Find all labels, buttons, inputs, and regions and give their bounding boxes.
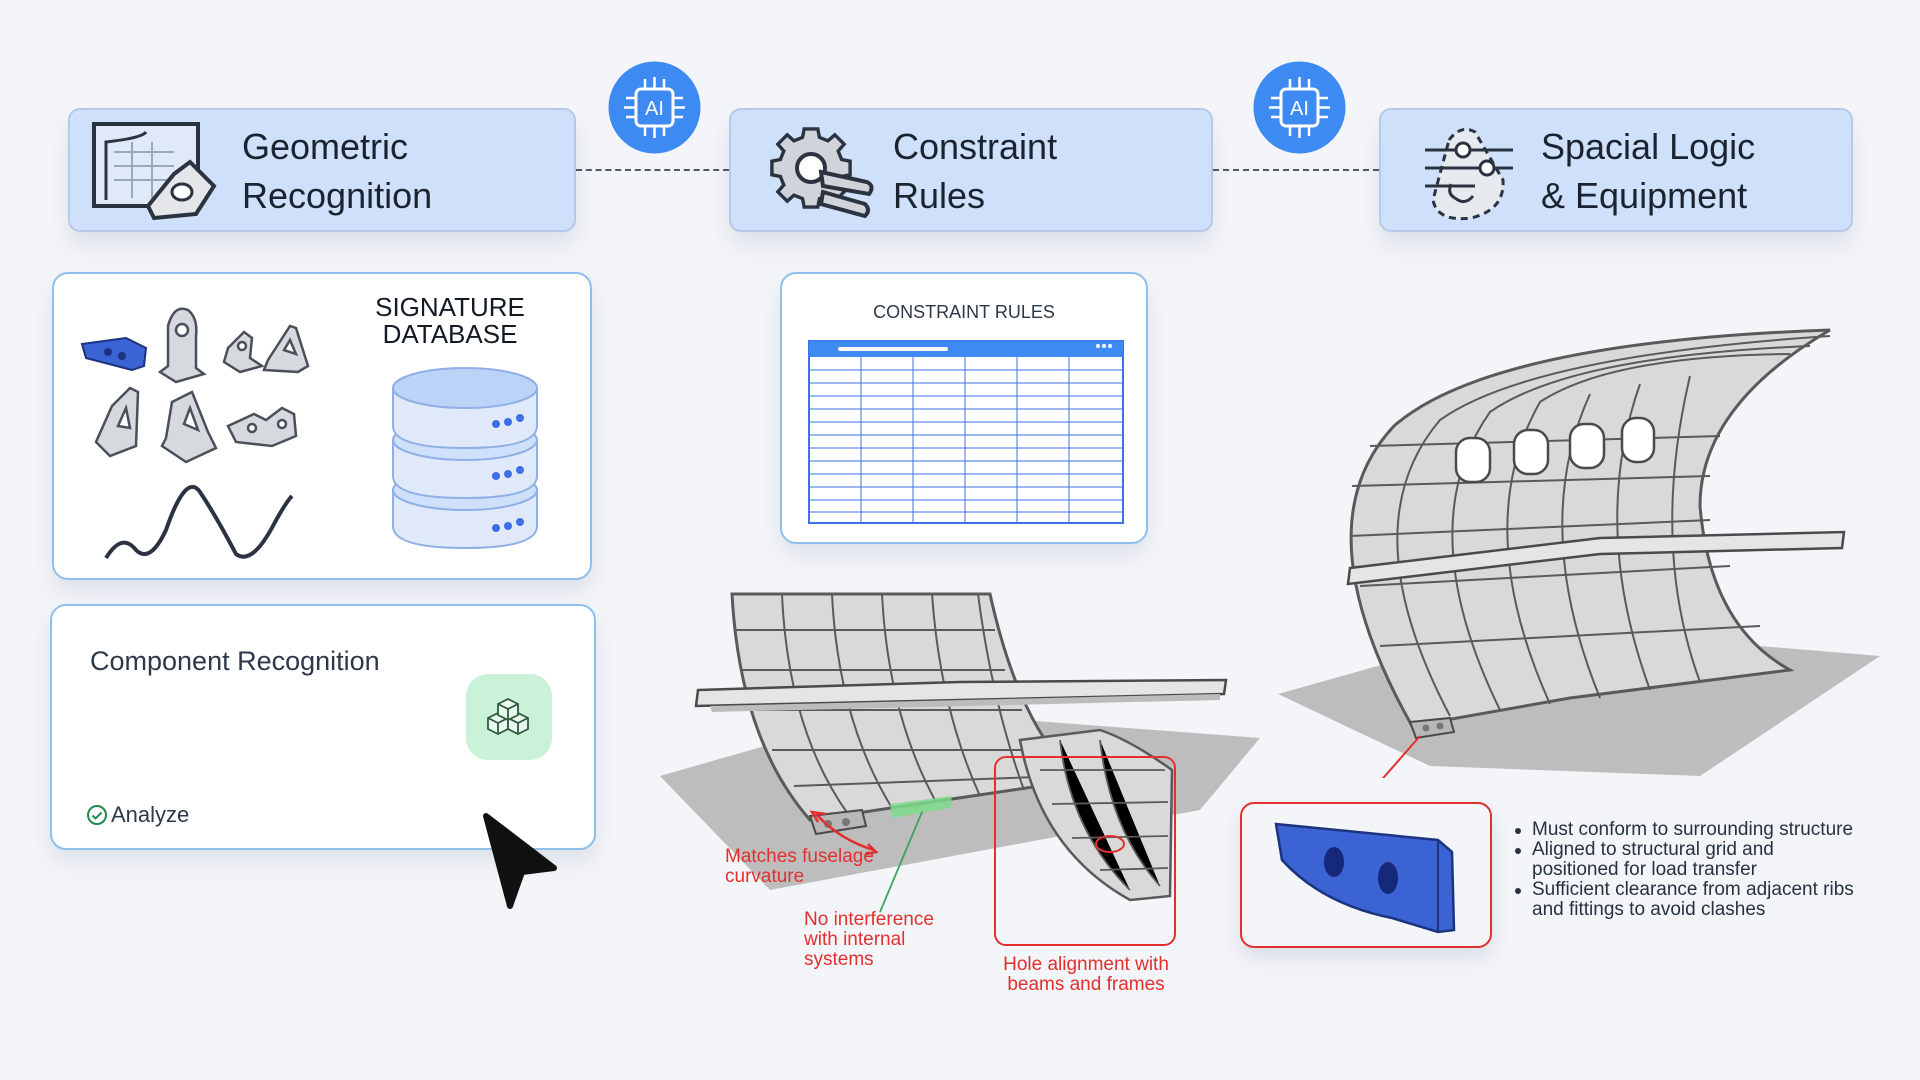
component-recognition-card[interactable]: Component Recognition Analyze (50, 604, 596, 850)
mouse-cursor-icon (483, 813, 557, 909)
constraint-rules-card: CONSTRAINT RULES (780, 272, 1148, 544)
check-circle-icon (87, 805, 107, 825)
blueprint-bracket-icon (92, 122, 217, 221)
connector-line (576, 169, 729, 171)
analyze-action[interactable]: Analyze (86, 802, 189, 828)
component-recognition-title: Component Recognition (90, 646, 380, 676)
connector-line (1213, 169, 1379, 171)
database-icon (392, 367, 538, 550)
part-callout-box (1240, 802, 1492, 948)
interference-annotation: No interference with internal systems (804, 909, 934, 970)
constraint-rules-title: CONSTRAINT RULES (873, 302, 1055, 322)
ai-label: AI (1290, 98, 1309, 120)
ai-label: AI (645, 98, 664, 120)
ai-chip-icon: AI (1253, 61, 1346, 154)
requirements-list: Must conform to surrounding structure Al… (1512, 820, 1912, 920)
sliders-part-icon (1425, 127, 1513, 221)
gear-wrench-icon (770, 127, 874, 219)
cubes-icon (487, 697, 529, 736)
fuselage-barrel-illustration (1278, 328, 1880, 778)
rules-table (808, 340, 1124, 524)
analyze-status-tile[interactable] (466, 674, 552, 760)
hole-alignment-annotation: Hole alignment with beams and frames (1003, 954, 1169, 995)
curvature-annotation: Matches fuselage curvature (725, 846, 874, 887)
hole-alignment-callout-box (994, 756, 1176, 946)
signature-database-title: SIGNATURE DATABASE (375, 292, 525, 349)
signature-database-card: SIGNATURE DATABASE (52, 272, 592, 580)
analyze-label: Analyze (111, 802, 190, 827)
step-label: Spacial Logic& Equipment (1541, 126, 1756, 216)
list-item: Must conform to surrounding structure (1512, 820, 1912, 840)
blue-bracket-part (1274, 822, 1456, 934)
fuselage-section-illustration (660, 592, 1260, 913)
step-spacial-logic: Spacial Logic& Equipment (1379, 108, 1853, 232)
parts-library-icons (80, 307, 310, 560)
ai-chip-icon: AI (608, 61, 701, 154)
